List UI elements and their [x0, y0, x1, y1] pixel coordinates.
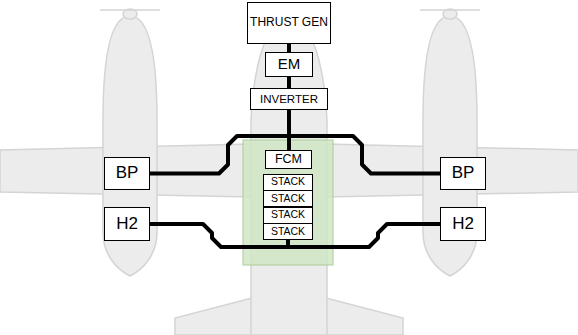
controller-box: FCM [265, 150, 312, 169]
box-label: H2 [116, 215, 138, 234]
left-tailplane [175, 298, 252, 335]
thrust-generator-box: THRUST GEN [247, 2, 331, 44]
box-label: STACK [271, 226, 305, 238]
inverter-box: INVERTER [250, 88, 328, 110]
power-line [287, 44, 291, 52]
battery-box: BP [440, 157, 486, 190]
right-propeller [420, 9, 480, 11]
hydrogen-tank-box: H2 [440, 207, 486, 241]
left-propeller [100, 9, 160, 11]
stack-box: STACK [263, 174, 313, 191]
stack-box: STACK [263, 207, 313, 224]
box-label: FCM [275, 153, 302, 167]
box-label: BP [452, 164, 475, 183]
box-label: H2 [452, 215, 474, 234]
stack-box: STACK [263, 223, 313, 240]
battery-box: BP [104, 157, 150, 190]
stack-box: STACK [263, 190, 313, 207]
right-tailplane [326, 298, 403, 335]
left-nacelle [103, 16, 157, 276]
box-label: STACK [271, 176, 305, 188]
box-label: EM [278, 56, 301, 73]
box-label: STACK [271, 193, 305, 205]
box-label: THRUST GEN [250, 16, 328, 29]
box-label: INVERTER [260, 93, 318, 106]
hydrogen-tank-box: H2 [104, 207, 150, 241]
power-line [287, 77, 291, 88]
box-label: BP [116, 164, 139, 183]
box-label: STACK [271, 209, 305, 221]
motor-box: EM [265, 52, 313, 77]
